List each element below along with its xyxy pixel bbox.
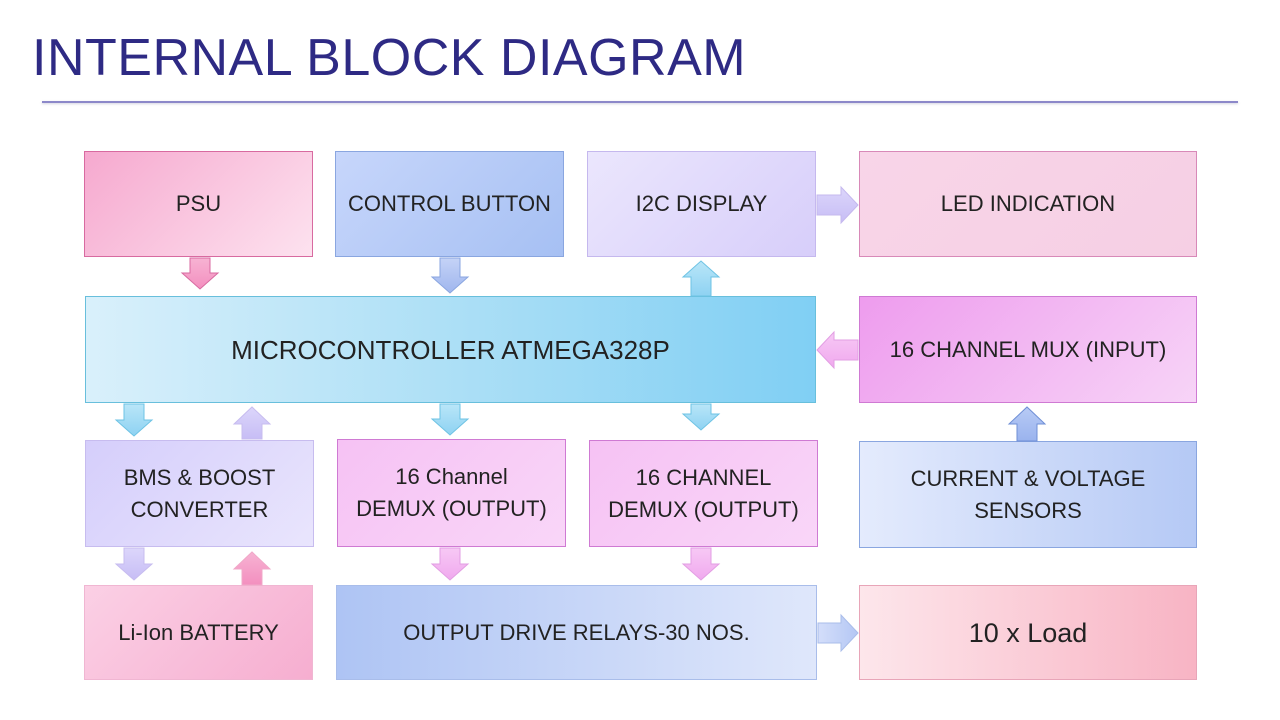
arrow-psu-to-mcu (180, 257, 220, 290)
block-psu: PSU (84, 151, 313, 257)
block-mux-input: 16 CHANNEL MUX (INPUT) (859, 296, 1197, 403)
block-output-relays: OUTPUT DRIVE RELAYS-30 NOS. (336, 585, 817, 680)
block-demux-2-label: 16 CHANNEL DEMUX (OUTPUT) (608, 464, 799, 522)
title-divider (42, 101, 1238, 103)
block-demux-2: 16 CHANNEL DEMUX (OUTPUT) (589, 440, 818, 547)
arrow-control-to-mcu (430, 257, 470, 294)
arrow-bms-to-battery (114, 547, 154, 581)
arrow-relays-to-load (817, 613, 859, 653)
block-i2c-display-label: I2C DISPLAY (635, 191, 768, 216)
block-led-indication-label: LED INDICATION (940, 191, 1116, 216)
block-demux-1: 16 Channel DEMUX (OUTPUT) (337, 439, 566, 547)
page-title: INTERNAL BLOCK DIAGRAM (32, 29, 747, 87)
block-bms-boost-label: BMS & BOOST CONVERTER (123, 464, 276, 522)
arrow-sensors-to-mux (1007, 406, 1047, 442)
arrow-i2c-to-led (816, 185, 859, 225)
block-microcontroller-label: MICROCONTROLLER ATMEGA328P (231, 334, 670, 365)
block-li-ion-battery: Li-Ion BATTERY (84, 585, 313, 680)
arrow-mux-to-mcu (816, 330, 859, 370)
block-control-button: CONTROL BUTTON (335, 151, 564, 257)
arrow-demux2-to-relays (681, 547, 721, 581)
block-mux-input-label: 16 CHANNEL MUX (INPUT) (889, 336, 1167, 362)
block-load-label: 10 x Load (968, 617, 1088, 648)
block-psu-label: PSU (175, 191, 222, 216)
block-sensors-label: CURRENT & VOLTAGE SENSORS (910, 465, 1146, 523)
block-bms-boost: BMS & BOOST CONVERTER (85, 440, 314, 547)
arrow-mcu-to-i2c (681, 260, 721, 297)
block-relays-label: OUTPUT DRIVE RELAYS-30 NOS. (403, 619, 750, 645)
block-led-indication: LED INDICATION (859, 151, 1197, 257)
arrow-bms-to-mcu (232, 406, 272, 440)
arrow-battery-to-bms (232, 551, 272, 586)
block-i2c-display: I2C DISPLAY (587, 151, 816, 257)
block-load: 10 x Load (859, 585, 1197, 680)
block-control-button-label: CONTROL BUTTON (348, 191, 551, 216)
block-microcontroller: MICROCONTROLLER ATMEGA328P (85, 296, 816, 403)
arrow-mcu-to-demux1 (430, 403, 470, 436)
arrow-mcu-to-demux2 (681, 403, 721, 431)
block-battery-label: Li-Ion BATTERY (118, 619, 279, 645)
arrow-mcu-to-bms (114, 403, 154, 437)
arrow-demux1-to-relays (430, 547, 470, 581)
block-current-voltage-sensors: CURRENT & VOLTAGE SENSORS (859, 441, 1197, 548)
block-demux-1-label: 16 Channel DEMUX (OUTPUT) (356, 464, 547, 521)
